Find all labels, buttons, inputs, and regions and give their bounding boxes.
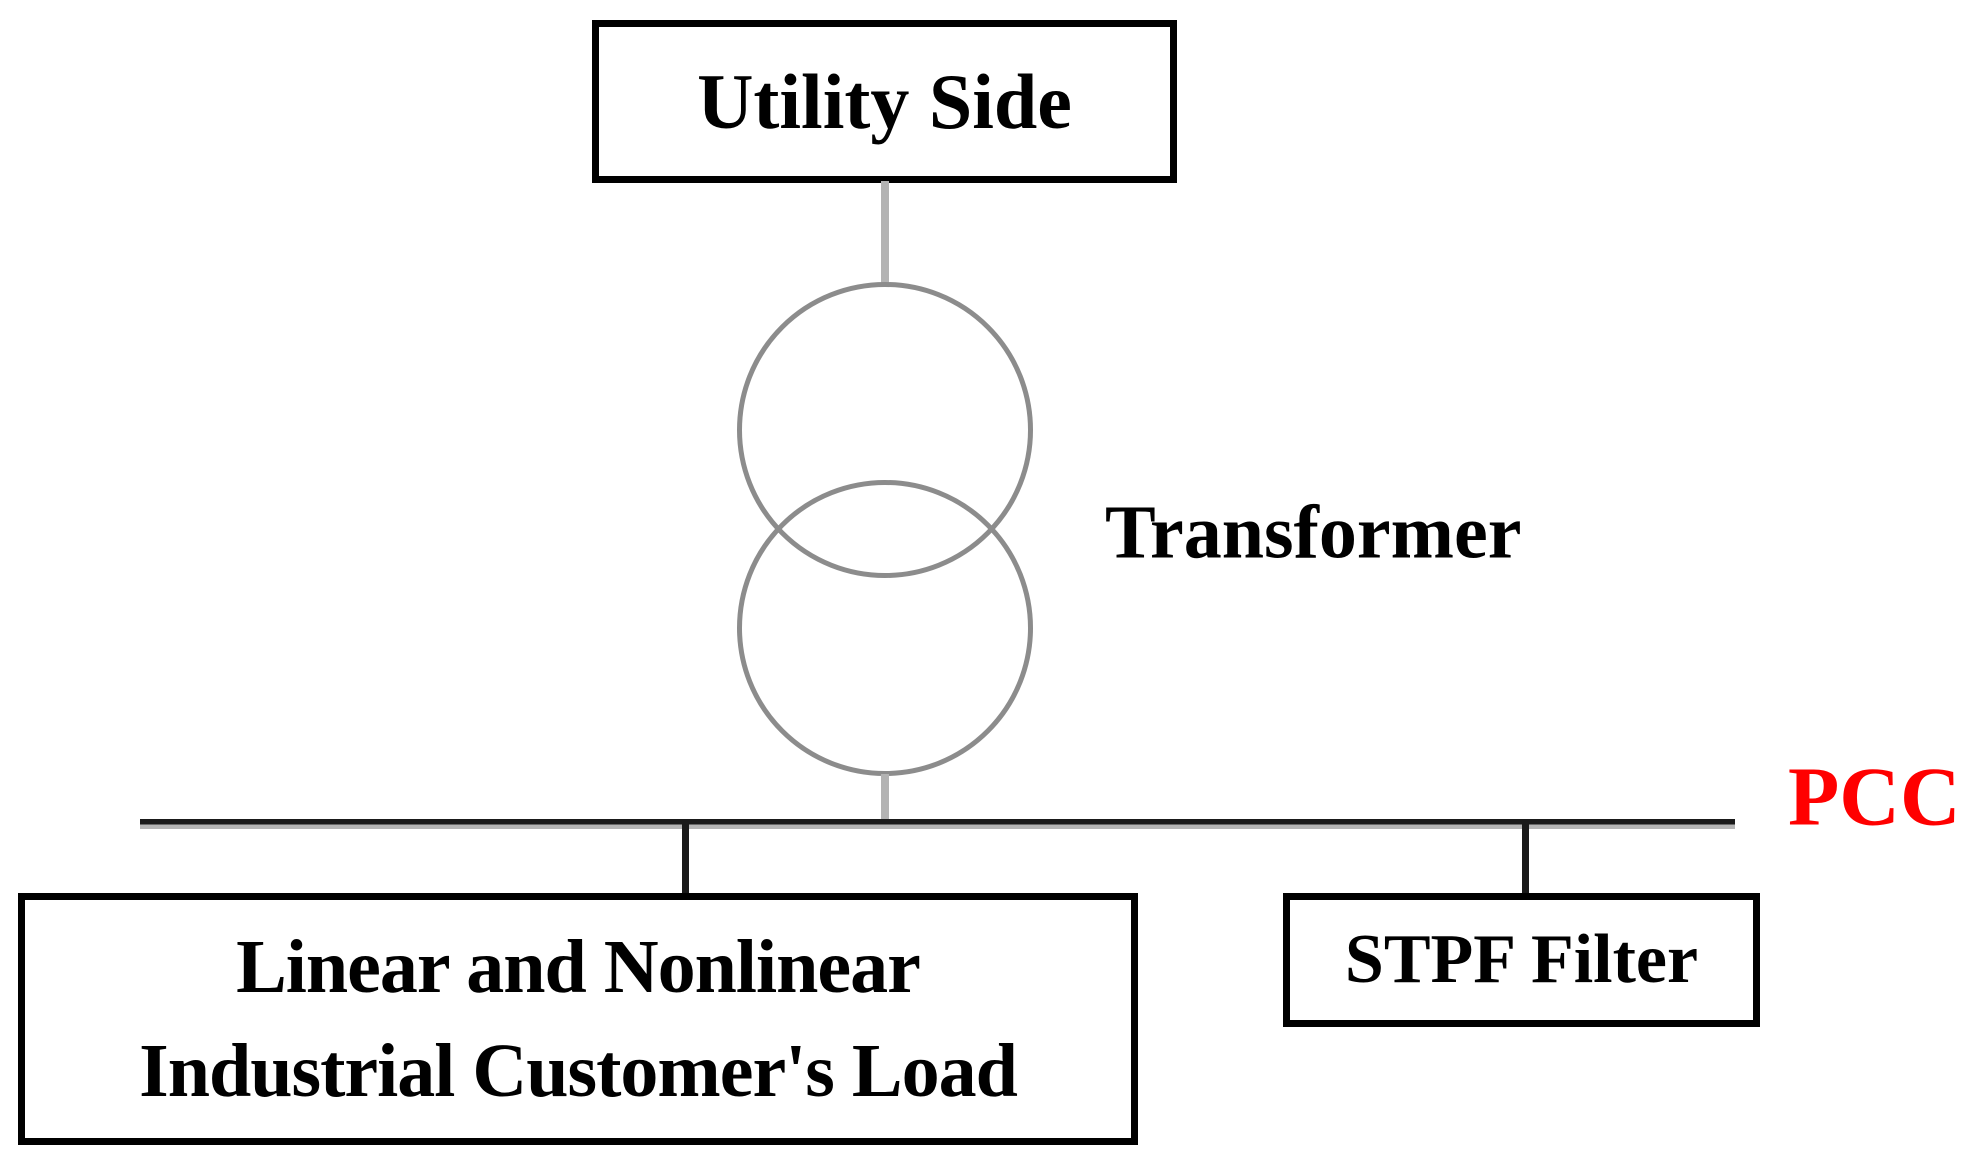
industrial-load-box: Linear and Nonlinear Industrial Customer…: [18, 893, 1138, 1145]
bus-to-stpf-connector-line: [1522, 823, 1529, 897]
pcc-bus-line: [140, 819, 1735, 829]
bus-to-load-connector-line: [682, 823, 689, 897]
stpf-filter-box: STPF Filter: [1283, 893, 1760, 1027]
load-label-line2: Industrial Customer's Load: [139, 1029, 1018, 1113]
pcc-label: PCC: [1788, 750, 1961, 844]
transformer-secondary-winding-icon: [737, 480, 1033, 776]
stpf-filter-label: STPF Filter: [1344, 921, 1699, 998]
utility-side-box: Utility Side: [592, 20, 1177, 183]
load-label-line1: Linear and Nonlinear: [236, 925, 921, 1009]
transformer-label: Transformer: [1105, 490, 1522, 575]
transformer-to-bus-line: [881, 774, 889, 824]
utility-to-transformer-line: [881, 181, 889, 284]
utility-side-label: Utility Side: [697, 57, 1072, 145]
